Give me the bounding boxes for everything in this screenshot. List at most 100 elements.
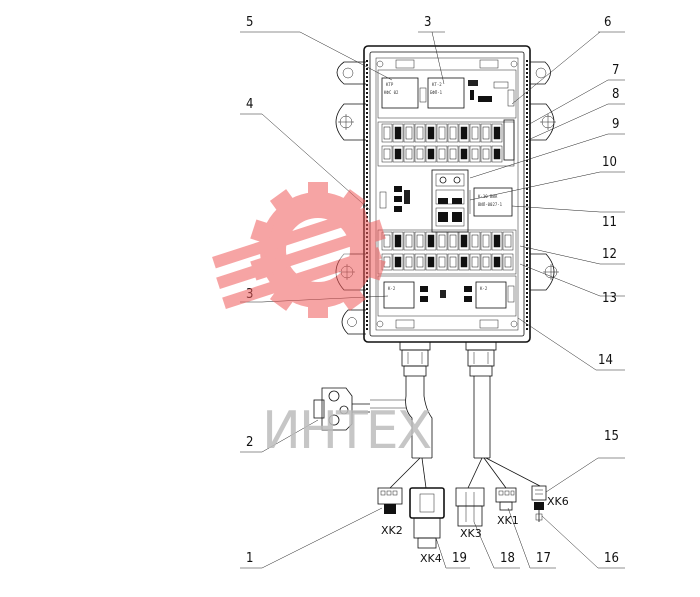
connector-xk3 bbox=[455, 487, 485, 527]
connector-xk1 bbox=[495, 487, 517, 511]
fuse bbox=[392, 123, 404, 143]
fuse bbox=[447, 231, 459, 251]
watermark-logo bbox=[212, 182, 386, 318]
callout-10: 10 bbox=[602, 155, 617, 170]
fuse bbox=[425, 253, 437, 271]
callout-19: 19 bbox=[452, 551, 467, 566]
fuse bbox=[480, 231, 492, 251]
module-k2-right-label: К-2 bbox=[480, 286, 488, 291]
svg-text:ВИЛ-0027-1: ВИЛ-0027-1 bbox=[478, 202, 503, 207]
fuse bbox=[458, 253, 470, 271]
relay-right bbox=[473, 187, 513, 217]
callout-1: 1 bbox=[246, 551, 253, 566]
fuse bbox=[403, 253, 415, 271]
module-k2-right bbox=[475, 281, 507, 309]
mount-hole-icon bbox=[535, 67, 547, 79]
mount-ear-top-left bbox=[336, 61, 366, 85]
fuse bbox=[414, 231, 426, 251]
callout-8: 8 bbox=[612, 87, 619, 102]
connector-label-xk4: XK4 bbox=[420, 552, 442, 565]
callout-12: 12 bbox=[602, 247, 617, 262]
fuse bbox=[403, 145, 415, 163]
fuse bbox=[469, 123, 481, 143]
fuse bbox=[469, 253, 481, 271]
upper-board: КТР КФС 02 КТ-2 БФП-1 bbox=[377, 69, 517, 119]
callout-14: 14 bbox=[598, 353, 613, 368]
fuse bbox=[447, 253, 459, 271]
fuse bbox=[381, 123, 393, 143]
fuse bbox=[425, 145, 437, 163]
enclosure bbox=[335, 45, 559, 343]
callout-numbers: 5 3 6 7 8 9 10 11 4 12 13 14 3 2 15 1 19… bbox=[246, 15, 619, 566]
fuse bbox=[458, 231, 470, 251]
fuse bbox=[425, 231, 437, 251]
fuse bbox=[414, 253, 426, 271]
callout-17: 17 bbox=[536, 551, 551, 566]
module-k2-left bbox=[383, 281, 415, 309]
cable-gland-right bbox=[465, 341, 497, 377]
fuse bbox=[480, 123, 492, 143]
fuse bbox=[480, 145, 492, 163]
callout-2: 2 bbox=[246, 435, 253, 450]
mount-hole-icon bbox=[342, 67, 354, 79]
mount-hole-icon bbox=[347, 317, 357, 327]
fuse bbox=[458, 145, 470, 163]
harness-left bbox=[389, 457, 432, 489]
connector-xk4 bbox=[409, 487, 445, 549]
connector-label-xk3: XK3 bbox=[460, 527, 482, 540]
connector-xk6 bbox=[531, 485, 547, 522]
connector-label-xk1: XK1 bbox=[497, 514, 519, 527]
fuse bbox=[381, 145, 393, 163]
relay-label: БФП-1 bbox=[430, 90, 443, 95]
callout-16: 16 bbox=[604, 551, 619, 566]
fuse-holder bbox=[503, 119, 515, 161]
callout-6: 6 bbox=[604, 15, 611, 30]
module-kt2-label: КТ-2 bbox=[432, 82, 442, 87]
fuse bbox=[491, 145, 503, 163]
fuse bbox=[502, 253, 514, 271]
fuse bbox=[436, 145, 448, 163]
fuse-block-lower bbox=[377, 229, 517, 275]
fuse bbox=[392, 145, 404, 163]
fuse bbox=[414, 123, 426, 143]
callout-15: 15 bbox=[604, 429, 619, 444]
fuse bbox=[447, 145, 459, 163]
callout-7: 7 bbox=[612, 63, 619, 78]
callout-18: 18 bbox=[500, 551, 515, 566]
harness-right bbox=[467, 457, 541, 489]
fuse bbox=[491, 231, 503, 251]
fuse bbox=[469, 145, 481, 163]
cable-right bbox=[473, 376, 491, 458]
fuse bbox=[392, 231, 404, 251]
connector-label-xk2: XK2 bbox=[381, 524, 403, 537]
terminal-block bbox=[431, 169, 469, 233]
watermark-text: ИНТЕХ bbox=[262, 401, 431, 461]
callout-3-top: 3 bbox=[424, 15, 431, 30]
fuse-block-upper bbox=[377, 119, 515, 167]
fuse bbox=[458, 123, 470, 143]
fuse bbox=[436, 231, 448, 251]
fuse bbox=[414, 145, 426, 163]
cable-left bbox=[370, 395, 433, 458]
cable-gland-left bbox=[399, 341, 431, 396]
fuse bbox=[491, 253, 503, 271]
callout-9: 9 bbox=[612, 117, 619, 132]
svg-text:К-10 ВИА: К-10 ВИА bbox=[478, 194, 498, 199]
lower-board: К-2 К-2 bbox=[377, 275, 517, 317]
fuse bbox=[436, 123, 448, 143]
middle-section: К-10 ВИА ВИЛ-0027-1 bbox=[379, 169, 513, 233]
fuse bbox=[491, 123, 503, 143]
module-ktr bbox=[381, 77, 419, 109]
callout-13: 13 bbox=[602, 291, 617, 306]
fuse bbox=[403, 231, 415, 251]
fuse bbox=[469, 231, 481, 251]
fuse bbox=[436, 253, 448, 271]
fuse bbox=[425, 123, 437, 143]
enclosure-inner bbox=[369, 51, 525, 337]
relay-label: КФС 02 bbox=[384, 90, 399, 95]
mount-flange-left-upper bbox=[335, 103, 366, 141]
callout-5: 5 bbox=[246, 15, 253, 30]
enclosure-panel bbox=[375, 57, 519, 331]
bracket-connector bbox=[313, 387, 370, 431]
